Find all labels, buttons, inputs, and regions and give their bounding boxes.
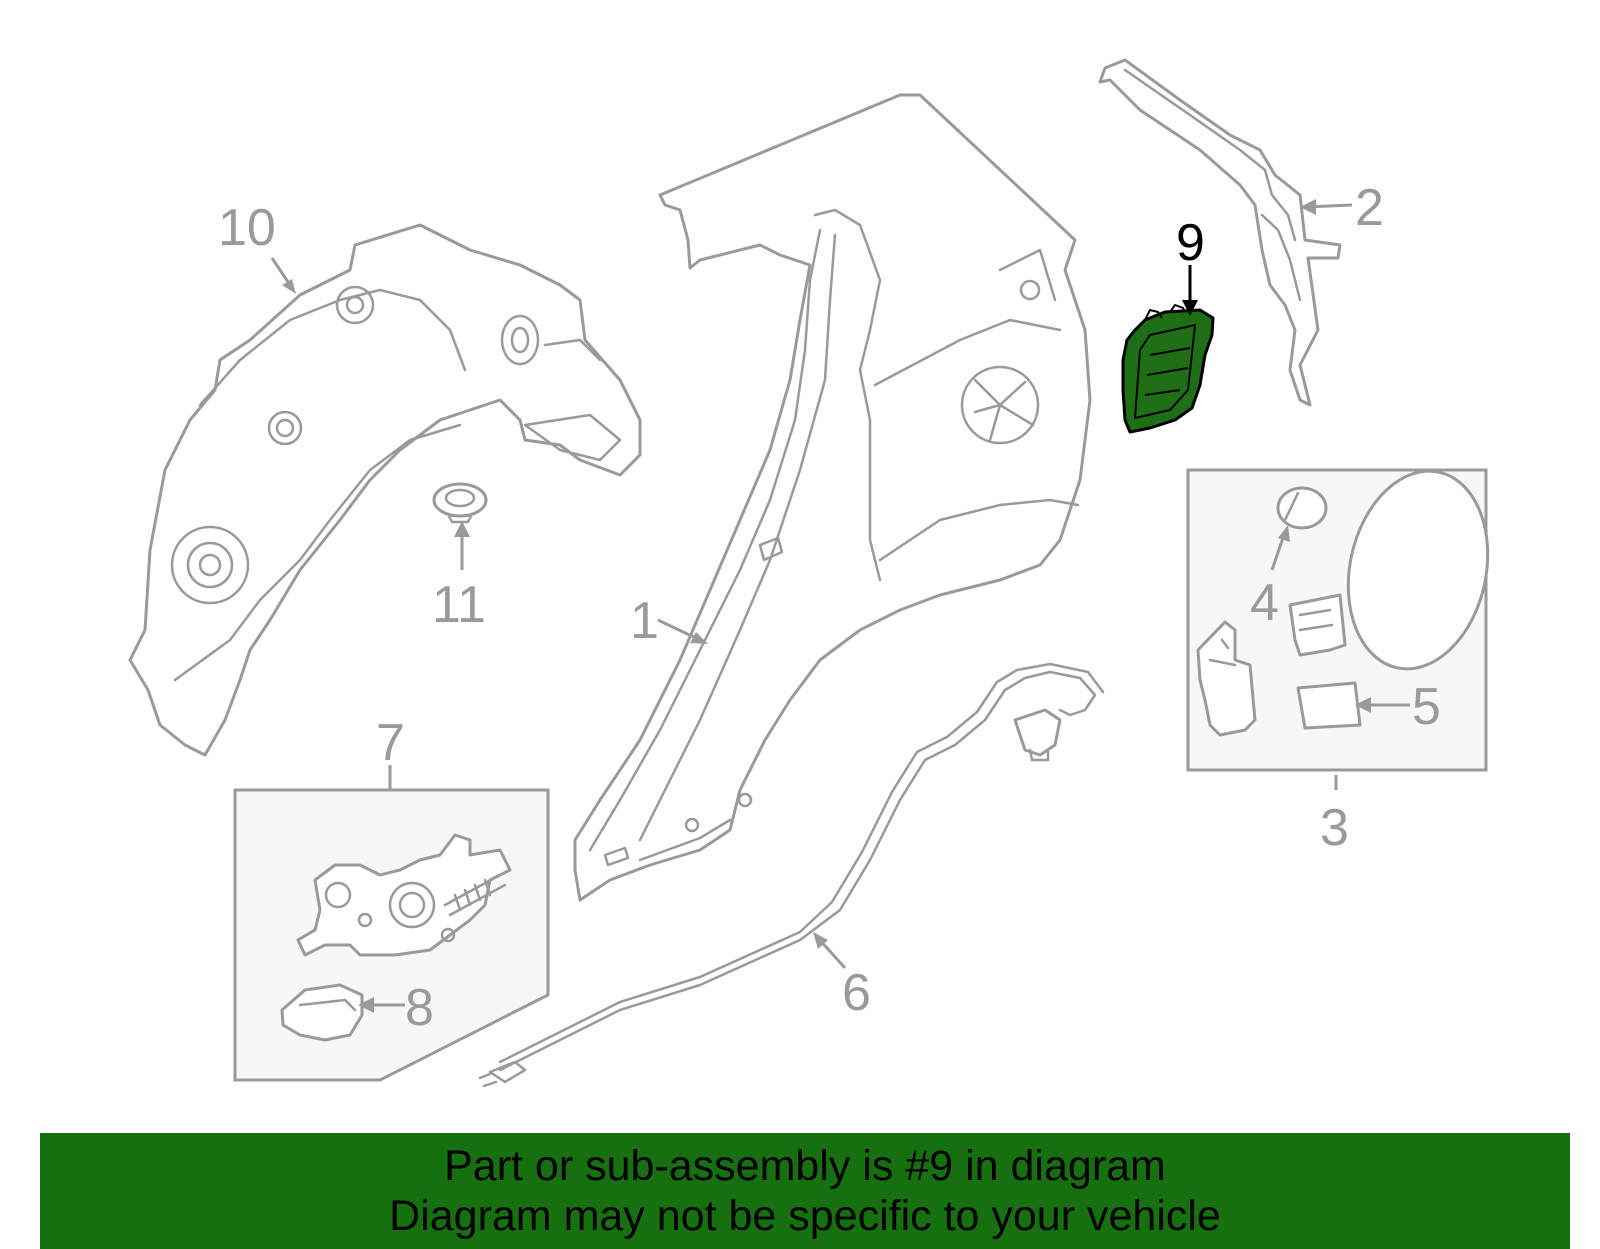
part-2-bracket <box>1098 58 1342 407</box>
callout-8: 8 <box>405 979 434 1037</box>
box-7-latch-assembly <box>233 788 550 1082</box>
callout-11: 11 <box>432 576 486 634</box>
leader-1 <box>657 618 701 642</box>
info-banner: Part or sub-assembly is #9 in diagram Di… <box>40 1133 1570 1249</box>
part-11-clip <box>432 482 488 524</box>
arrow-1 <box>690 632 708 644</box>
part-6-release-cable <box>478 662 1105 1088</box>
callout-10: 10 <box>218 199 276 257</box>
part-1-quarter-panel <box>573 93 1092 902</box>
arrow-10 <box>282 279 296 294</box>
banner-line-part-number: Part or sub-assembly is #9 in diagram <box>444 1142 1166 1190</box>
arrow-8 <box>358 997 374 1013</box>
box-3-fuel-door-assembly <box>1186 468 1490 772</box>
callout-4: 4 <box>1250 574 1279 632</box>
callout-2: 2 <box>1355 179 1384 237</box>
arrow-5 <box>1355 697 1371 713</box>
callout-9: 9 <box>1176 214 1205 272</box>
arrow-9 <box>1182 300 1198 316</box>
callout-6: 6 <box>842 964 871 1022</box>
arrow-2 <box>1300 199 1316 215</box>
callout-7: 7 <box>376 714 405 772</box>
arrow-4 <box>1278 525 1290 542</box>
callout-5: 5 <box>1412 678 1441 736</box>
arrow-6 <box>813 932 828 949</box>
banner-line-disclaimer: Diagram may not be specific to your vehi… <box>389 1192 1221 1240</box>
part-10-wheel-liner <box>128 223 642 757</box>
callout-1: 1 <box>630 592 659 650</box>
arrow-11 <box>454 521 470 537</box>
part-9-fuel-door-housing <box>1121 303 1215 434</box>
callout-3: 3 <box>1320 799 1349 857</box>
